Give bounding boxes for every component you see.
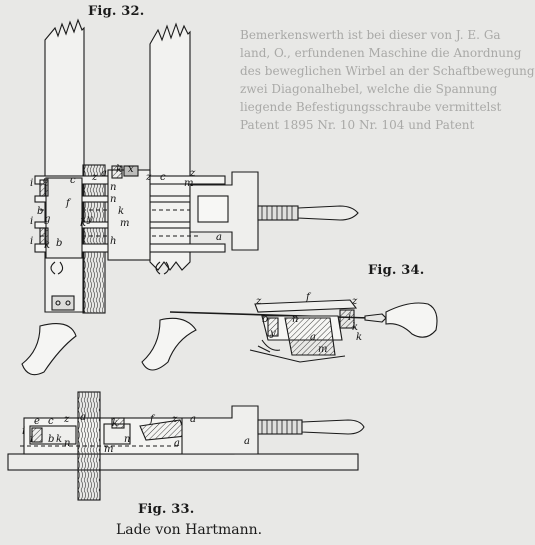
svg-text:n: n [64, 438, 70, 449]
svg-text:c: c [160, 172, 166, 183]
svg-text:f: f [65, 198, 72, 209]
bleedthrough-line-4: zwei Diagonalhebel, welche die Spannung [240, 82, 498, 96]
svg-text:k: k [118, 206, 124, 217]
svg-text:f: f [305, 292, 312, 303]
svg-text:n: n [124, 434, 130, 445]
svg-text:a: a [80, 412, 86, 423]
svg-text:z: z [189, 168, 196, 179]
svg-text:k: k [116, 164, 122, 175]
fig32-letters: i e c z a k x z n b f n i g y m i k m k … [30, 164, 222, 251]
bleedthrough-line-5: liegende Befestigungsschraube vermittels… [240, 100, 502, 114]
svg-text:b: b [56, 238, 62, 249]
svg-text:b: b [48, 434, 54, 445]
svg-text:k: k [44, 240, 50, 251]
svg-text:k: k [80, 218, 86, 229]
svg-text:a: a [216, 232, 222, 243]
svg-text:m: m [318, 344, 327, 355]
svg-text:i: i [30, 178, 33, 189]
bleedthrough-line-3: des beweglichen Wirbel an der Schaftbewe… [240, 64, 535, 78]
svg-text:k: k [112, 418, 118, 429]
technical-drawings: i e c z a k x z n b f n i g y m i k m k … [7, 18, 438, 501]
svg-text:a: a [190, 414, 196, 425]
svg-text:a: a [101, 168, 107, 179]
svg-text:a: a [174, 438, 180, 449]
book-page: Bemerkenswerth ist bei dieser von J. E. … [7, 4, 535, 538]
fig34-letters: z f b n y a z k m i k [255, 292, 362, 355]
svg-text:a: a [310, 332, 316, 343]
svg-text:z: z [255, 296, 262, 307]
svg-text:z: z [91, 172, 98, 183]
figure-caption: Lade von Hartmann. [116, 522, 263, 538]
fig33-letters: i e c z a k f z a k n b n m a a i [22, 412, 250, 455]
fig33-drawing [7, 391, 365, 501]
svg-text:c: c [48, 416, 54, 427]
svg-text:e: e [43, 175, 49, 186]
svg-text:z: z [63, 414, 70, 425]
svg-text:n: n [110, 182, 116, 193]
bleedthrough-line-6: Patent 1895 Nr. 10 Nr. 104 und Patent [240, 118, 475, 132]
svg-text:z: z [351, 296, 358, 307]
fig32-label: Fig. 32. [88, 4, 145, 19]
svg-text:i: i [30, 434, 33, 445]
svg-text:h: h [110, 236, 116, 247]
svg-text:i: i [348, 312, 351, 323]
svg-text:a: a [244, 436, 250, 447]
svg-text:c: c [70, 175, 76, 186]
svg-text:z: z [171, 414, 178, 425]
svg-text:b: b [37, 206, 43, 217]
svg-text:m: m [104, 444, 113, 455]
svg-text:k: k [56, 434, 62, 445]
svg-text:k: k [352, 322, 358, 333]
fig34-drawing [169, 299, 438, 363]
svg-text:i: i [22, 426, 25, 437]
svg-text:n: n [292, 314, 298, 325]
svg-text:g: g [44, 214, 50, 225]
fig33-label: Fig. 33. [138, 502, 195, 517]
svg-text:n: n [110, 194, 116, 205]
fig34-label: Fig. 34. [368, 263, 425, 278]
svg-text:i: i [30, 236, 33, 247]
bleedthrough-line-2: land, O., erfundenen Maschine die Anordn… [240, 46, 522, 60]
svg-text:f: f [149, 414, 156, 425]
fig32-drawing [21, 18, 359, 376]
svg-text:b: b [262, 314, 268, 325]
svg-text:m: m [184, 178, 193, 189]
svg-text:y: y [86, 214, 93, 225]
svg-text:y: y [269, 328, 276, 339]
svg-text:i: i [30, 216, 33, 227]
svg-text:e: e [34, 416, 40, 427]
svg-text:m: m [120, 218, 129, 229]
svg-text:z: z [145, 172, 152, 183]
svg-text:k: k [356, 332, 362, 343]
svg-text:x: x [128, 164, 134, 175]
bleedthrough-line-1: Bemerkenswerth ist bei dieser von J. E. … [240, 28, 501, 42]
